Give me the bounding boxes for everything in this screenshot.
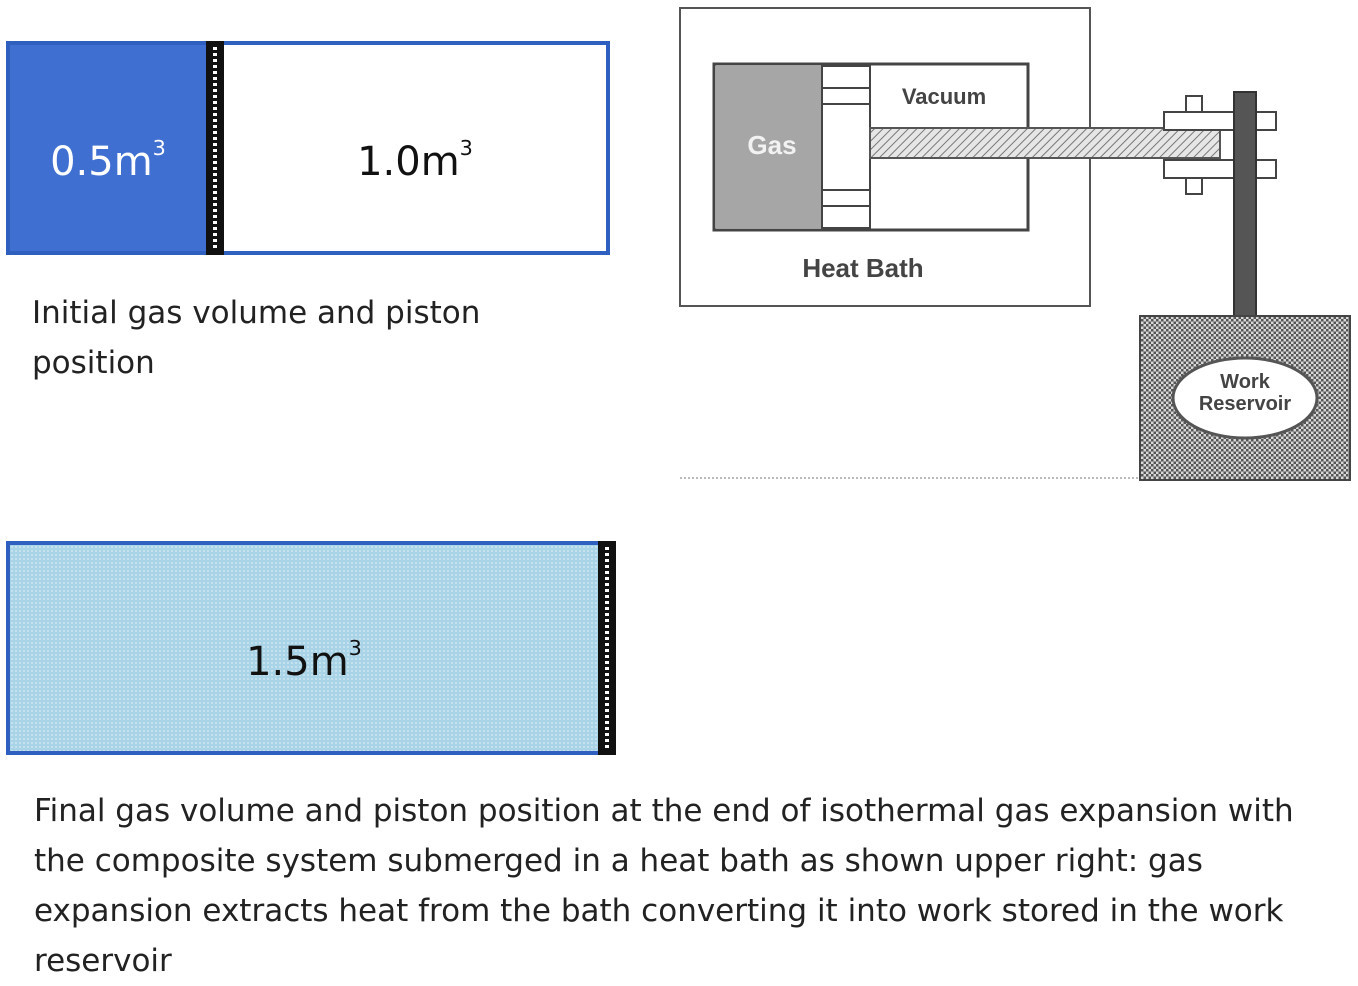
work-reservoir-ellipse [1171, 356, 1319, 440]
initial-gas-volume-label: 0.5m3 [50, 136, 166, 185]
final-gas-volume-label: 1.5m3 [246, 636, 362, 685]
initial-vacuum-volume-label: 1.0m3 [357, 136, 473, 185]
rod-linkage [1163, 91, 1277, 319]
final-cylinder: 1.5m3 [6, 541, 616, 755]
schematic-gas-region [716, 66, 822, 228]
initial-gas-region [10, 45, 206, 251]
heat-bath-label: Heat Bath [802, 253, 923, 283]
schematic-vacuum-label: Vacuum [902, 84, 986, 109]
initial-caption: Initial gas volume and piston position [32, 295, 481, 381]
schematic-gas-label: Gas [747, 130, 796, 160]
work-reservoir-label-line1: Work [1220, 371, 1271, 393]
final-piston [598, 541, 616, 755]
schematic-piston-head [821, 65, 871, 229]
piston-rod [869, 127, 1221, 159]
final-caption: Final gas volume and piston position at … [34, 793, 1294, 979]
initial-piston [206, 41, 224, 255]
heat-bath-schematic: Heat Bath Gas Vacuum Work Reservoir [679, 7, 1351, 481]
work-reservoir-label-line2: Reservoir [1199, 393, 1291, 415]
initial-cylinder: 0.5m3 1.0m3 [6, 41, 610, 255]
